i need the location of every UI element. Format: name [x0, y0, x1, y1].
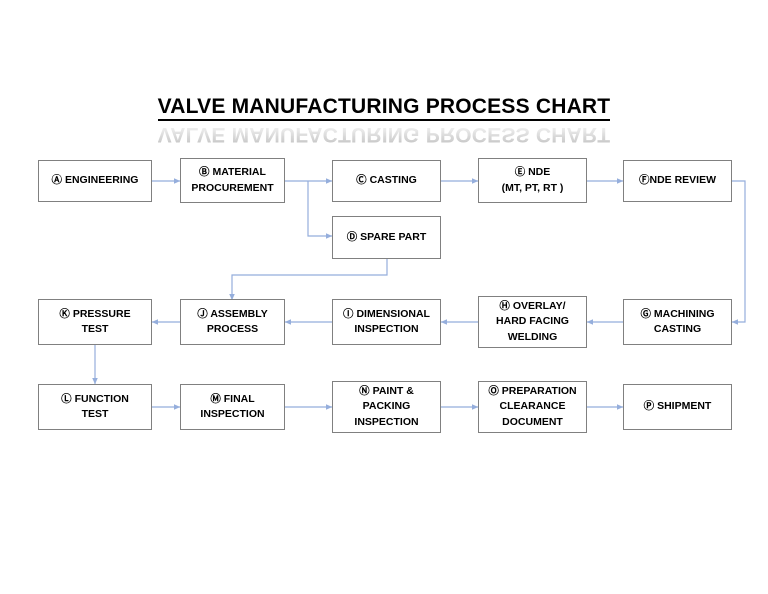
node-n-paint-packing-inspection[interactable]: Ⓝ PAINT & PACKING INSPECTION [332, 381, 441, 433]
node-a-engineering[interactable]: Ⓐ ENGINEERING [38, 160, 152, 202]
page-title-reflection: VALVE MANUFACTURING PROCESS CHART [0, 122, 768, 146]
node-l-function-test[interactable]: Ⓛ FUNCTION TEST [38, 384, 152, 430]
node-b-material-procurement[interactable]: Ⓑ MATERIAL PROCUREMENT [180, 158, 285, 203]
connector-d-to-j [229, 259, 388, 301]
node-k-pressure-test[interactable]: Ⓚ PRESSURE TEST [38, 299, 152, 345]
node-o-preparation-clearance-document[interactable]: Ⓞ PREPARATION CLEARANCE DOCUMENT [478, 381, 587, 433]
node-h-overlay-hard-facing-welding[interactable]: Ⓗ OVERLAY/ HARD FACING WELDING [478, 296, 587, 348]
chart-title-block: VALVE MANUFACTURING PROCESS CHART VALVE … [0, 95, 768, 146]
node-i-dimensional-inspection[interactable]: Ⓘ DIMENSIONAL INSPECTION [332, 299, 441, 345]
node-m-final-inspection[interactable]: Ⓜ FINAL INSPECTION [180, 384, 285, 430]
connector-f-to-g [731, 180, 746, 325]
node-d-spare-part[interactable]: Ⓓ SPARE PART [332, 216, 441, 259]
node-p-shipment[interactable]: Ⓟ SHIPMENT [623, 384, 732, 430]
node-j-assembly-process[interactable]: Ⓙ ASSEMBLY PROCESS [180, 299, 285, 345]
page-title: VALVE MANUFACTURING PROCESS CHART [157, 95, 611, 122]
node-e-nde[interactable]: Ⓔ NDE (MT, PT, RT ) [478, 158, 587, 203]
node-g-machining-casting[interactable]: Ⓖ MACHINING CASTING [623, 299, 732, 345]
connector-b-to-d [307, 181, 333, 239]
node-c-casting[interactable]: Ⓒ CASTING [332, 160, 441, 202]
page-title-reflection-text: VALVE MANUFACTURING PROCESS CHART [157, 123, 611, 146]
node-f-nde-review[interactable]: ⒻNDE REVIEW [623, 160, 732, 202]
